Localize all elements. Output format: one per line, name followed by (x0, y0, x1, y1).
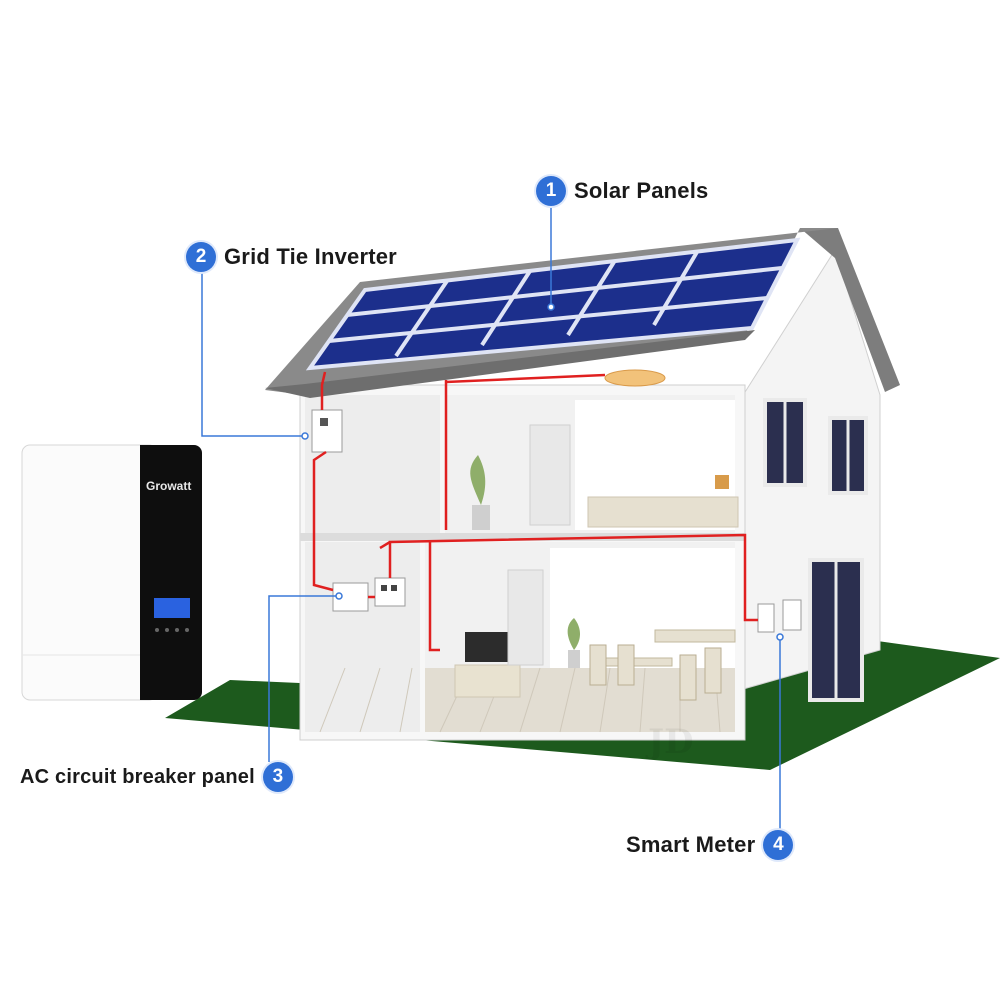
furniture (454, 424, 739, 701)
leader-end-dot (335, 592, 343, 600)
watermark: JD (648, 722, 694, 762)
callout-label: AC circuit breaker panel (20, 765, 255, 788)
callout-grid-tie-inverter: 2 Grid Tie Inverter (186, 242, 397, 272)
callout-number-badge: 2 (186, 242, 216, 272)
callout-label: Solar Panels (574, 178, 709, 203)
leader-end-dot (301, 432, 309, 440)
callout-smart-meter: 4 Smart Meter (626, 830, 794, 860)
lower-back-wall (550, 548, 735, 668)
smart-meter-on-wall (757, 599, 802, 633)
wiring (312, 371, 758, 652)
callout-number-badge: 1 (536, 176, 566, 206)
callout-label: Smart Meter (626, 832, 756, 857)
lower-left-room (305, 542, 420, 732)
ceiling-light (604, 369, 666, 387)
inverter-display (154, 598, 190, 618)
inverter-brand: Growatt (146, 479, 191, 493)
roof-right-slope (800, 228, 900, 392)
callout-ac-breaker-panel: 3 AC circuit breaker panel (20, 762, 293, 792)
solar-panel-array (305, 237, 801, 371)
leader-end-dot (547, 303, 555, 311)
callout-solar-panels: 1 Solar Panels (536, 176, 708, 206)
callout-leaders (201, 207, 781, 830)
roof-edge (265, 330, 755, 398)
inverter-unit: Growatt (21, 444, 202, 701)
breaker-panel (332, 577, 406, 612)
leader-end-dot (776, 633, 784, 641)
callout-label: Grid Tie Inverter (224, 244, 397, 269)
side-windows (763, 398, 868, 702)
callout-number-badge: 3 (262, 762, 293, 792)
middle-floor-slab (300, 533, 745, 541)
callout-number-badge: 4 (763, 830, 794, 860)
inverter-on-wall (311, 409, 343, 453)
